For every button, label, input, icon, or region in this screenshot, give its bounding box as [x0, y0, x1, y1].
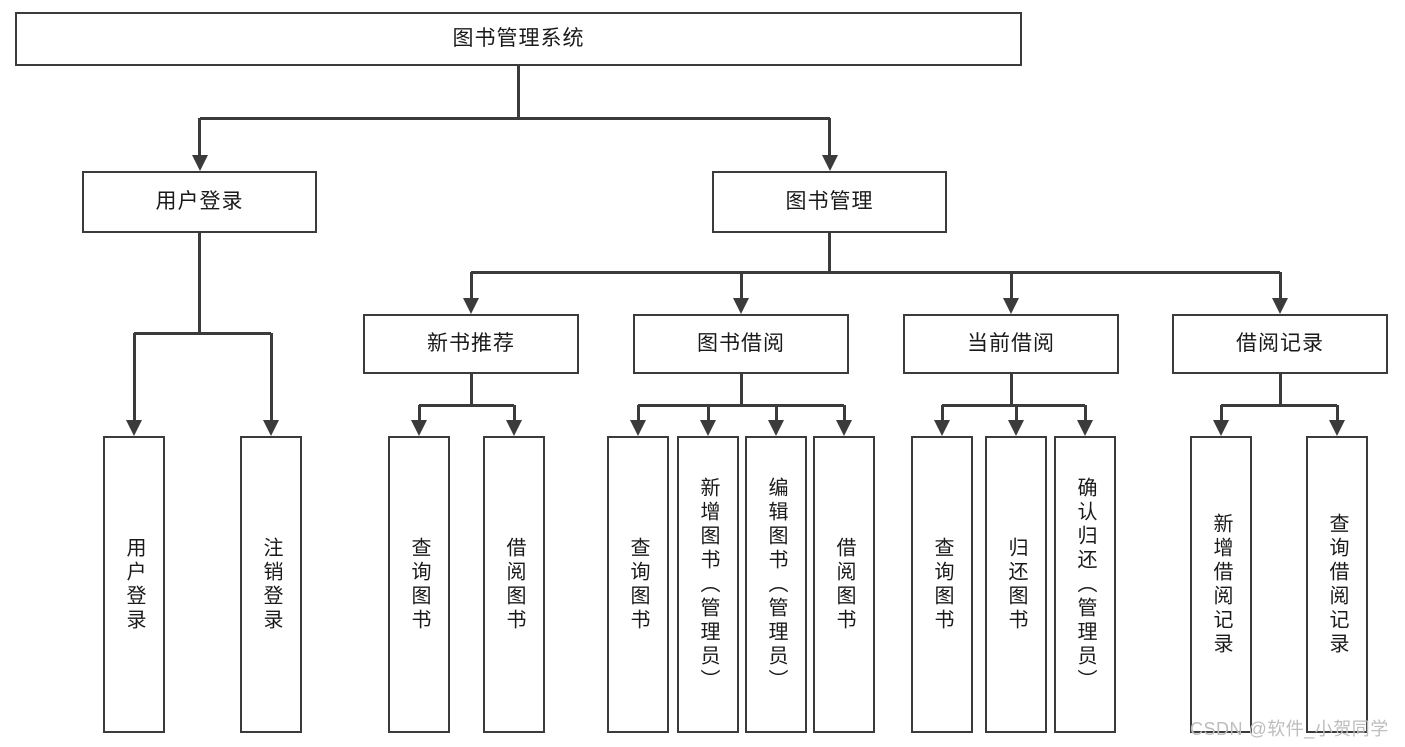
- connector-stem: [739, 374, 743, 405]
- node-leaf-query-book-3[interactable]: 查询图书: [911, 436, 973, 733]
- connector-drop: [842, 405, 846, 420]
- node-label: 借阅图书: [833, 536, 855, 633]
- node-user-login[interactable]: 用户登录: [82, 171, 317, 233]
- node-label: 查询借阅记录: [1326, 512, 1348, 657]
- node-leaf-add-book-admin[interactable]: 新增图书（管理员）: [677, 436, 739, 733]
- arrowhead-icon: [836, 420, 852, 436]
- arrowhead-icon: [821, 155, 838, 171]
- connector-bus: [134, 331, 271, 335]
- node-label: 新书推荐: [427, 332, 515, 356]
- node-leaf-add-borrow-record[interactable]: 新增借阅记录: [1190, 436, 1252, 733]
- node-leaf-user-login[interactable]: 用户登录: [103, 436, 165, 733]
- arrowhead-icon: [1008, 420, 1024, 436]
- node-label: 查询图书: [408, 536, 430, 633]
- connector-stem: [469, 374, 473, 405]
- connector-bus: [942, 403, 1085, 407]
- connector-drop: [1083, 405, 1087, 420]
- connector-drop: [706, 405, 710, 420]
- connector-bus: [1221, 403, 1337, 407]
- node-new-book-recommendation[interactable]: 新书推荐: [363, 314, 579, 374]
- connector-drop: [198, 118, 201, 155]
- connector-drop: [1009, 272, 1013, 298]
- node-label: 用户登录: [123, 536, 145, 633]
- connector-drop: [940, 405, 944, 420]
- node-label: 新增图书（管理员）: [697, 476, 719, 693]
- node-label: 查询图书: [627, 536, 649, 633]
- connector-drop: [1278, 272, 1282, 298]
- connector-stem: [828, 233, 831, 272]
- connector-drop: [739, 272, 743, 298]
- node-label: 注销登录: [260, 536, 282, 633]
- connector-stem: [1278, 374, 1282, 405]
- node-label: 借阅记录: [1236, 332, 1324, 356]
- connector-stem: [198, 233, 201, 333]
- node-leaf-logout[interactable]: 注销登录: [240, 436, 302, 733]
- node-borrowing-record[interactable]: 借阅记录: [1172, 314, 1388, 374]
- node-label: 图书管理: [785, 190, 874, 214]
- node-leaf-return-book[interactable]: 归还图书: [985, 436, 1047, 733]
- connector-stem: [1009, 374, 1013, 405]
- arrowhead-icon: [1077, 420, 1093, 436]
- arrowhead-icon: [768, 420, 784, 436]
- arrowhead-icon: [1329, 420, 1345, 436]
- node-label: 图书借阅: [697, 332, 785, 356]
- node-label: 查询图书: [931, 536, 953, 633]
- node-book-management[interactable]: 图书管理: [712, 171, 947, 233]
- arrowhead-icon: [700, 420, 716, 436]
- node-leaf-confirm-return-admin[interactable]: 确认归还（管理员）: [1054, 436, 1116, 733]
- connector-drop: [828, 118, 831, 155]
- node-label: 借阅图书: [503, 536, 525, 633]
- arrowhead-icon: [1272, 298, 1288, 314]
- connector-bus: [471, 270, 1280, 274]
- connector-drop: [417, 405, 421, 420]
- csdn-watermark: CSDN @软件_小贺同学: [1190, 719, 1389, 739]
- arrowhead-icon: [934, 420, 950, 436]
- node-leaf-query-book-2[interactable]: 查询图书: [607, 436, 669, 733]
- node-leaf-edit-book-admin[interactable]: 编辑图书（管理员）: [745, 436, 807, 733]
- connector-bus: [199, 116, 830, 120]
- node-leaf-query-borrow-record[interactable]: 查询借阅记录: [1306, 436, 1368, 733]
- arrowhead-icon: [263, 420, 279, 436]
- node-label: 编辑图书（管理员）: [765, 476, 787, 693]
- arrowhead-icon: [630, 420, 646, 436]
- node-current-borrowing[interactable]: 当前借阅: [903, 314, 1119, 374]
- connector-drop: [512, 405, 516, 420]
- node-book-management-system[interactable]: 图书管理系统: [15, 12, 1022, 66]
- connector-drop: [774, 405, 778, 420]
- connector-bus: [419, 403, 514, 407]
- arrowhead-icon: [126, 420, 142, 436]
- arrowhead-icon: [733, 298, 749, 314]
- connector-drop: [1335, 405, 1339, 420]
- connector-drop: [1014, 405, 1018, 420]
- node-label: 确认归还（管理员）: [1074, 476, 1096, 693]
- node-label: 图书管理系统: [452, 27, 585, 51]
- arrowhead-icon: [1213, 420, 1229, 436]
- node-label: 用户登录: [155, 190, 244, 214]
- arrowhead-icon: [411, 420, 427, 436]
- connector-stem: [517, 66, 520, 118]
- connector-drop: [636, 405, 640, 420]
- node-label: 归还图书: [1005, 536, 1027, 633]
- arrowhead-icon: [463, 298, 479, 314]
- arrowhead-icon: [506, 420, 522, 436]
- node-label: 新增借阅记录: [1210, 512, 1232, 657]
- node-label: 当前借阅: [967, 332, 1055, 356]
- connector-drop: [1219, 405, 1223, 420]
- node-leaf-borrow-book-1[interactable]: 借阅图书: [483, 436, 545, 733]
- connector-drop: [132, 333, 136, 420]
- node-leaf-borrow-book-2[interactable]: 借阅图书: [813, 436, 875, 733]
- arrowhead-icon: [1003, 298, 1019, 314]
- connector-bus: [638, 403, 844, 407]
- connector-drop: [469, 272, 473, 298]
- node-leaf-query-book-1[interactable]: 查询图书: [388, 436, 450, 733]
- arrowhead-icon: [191, 155, 208, 171]
- node-book-borrowing[interactable]: 图书借阅: [633, 314, 849, 374]
- connector-drop: [269, 333, 273, 420]
